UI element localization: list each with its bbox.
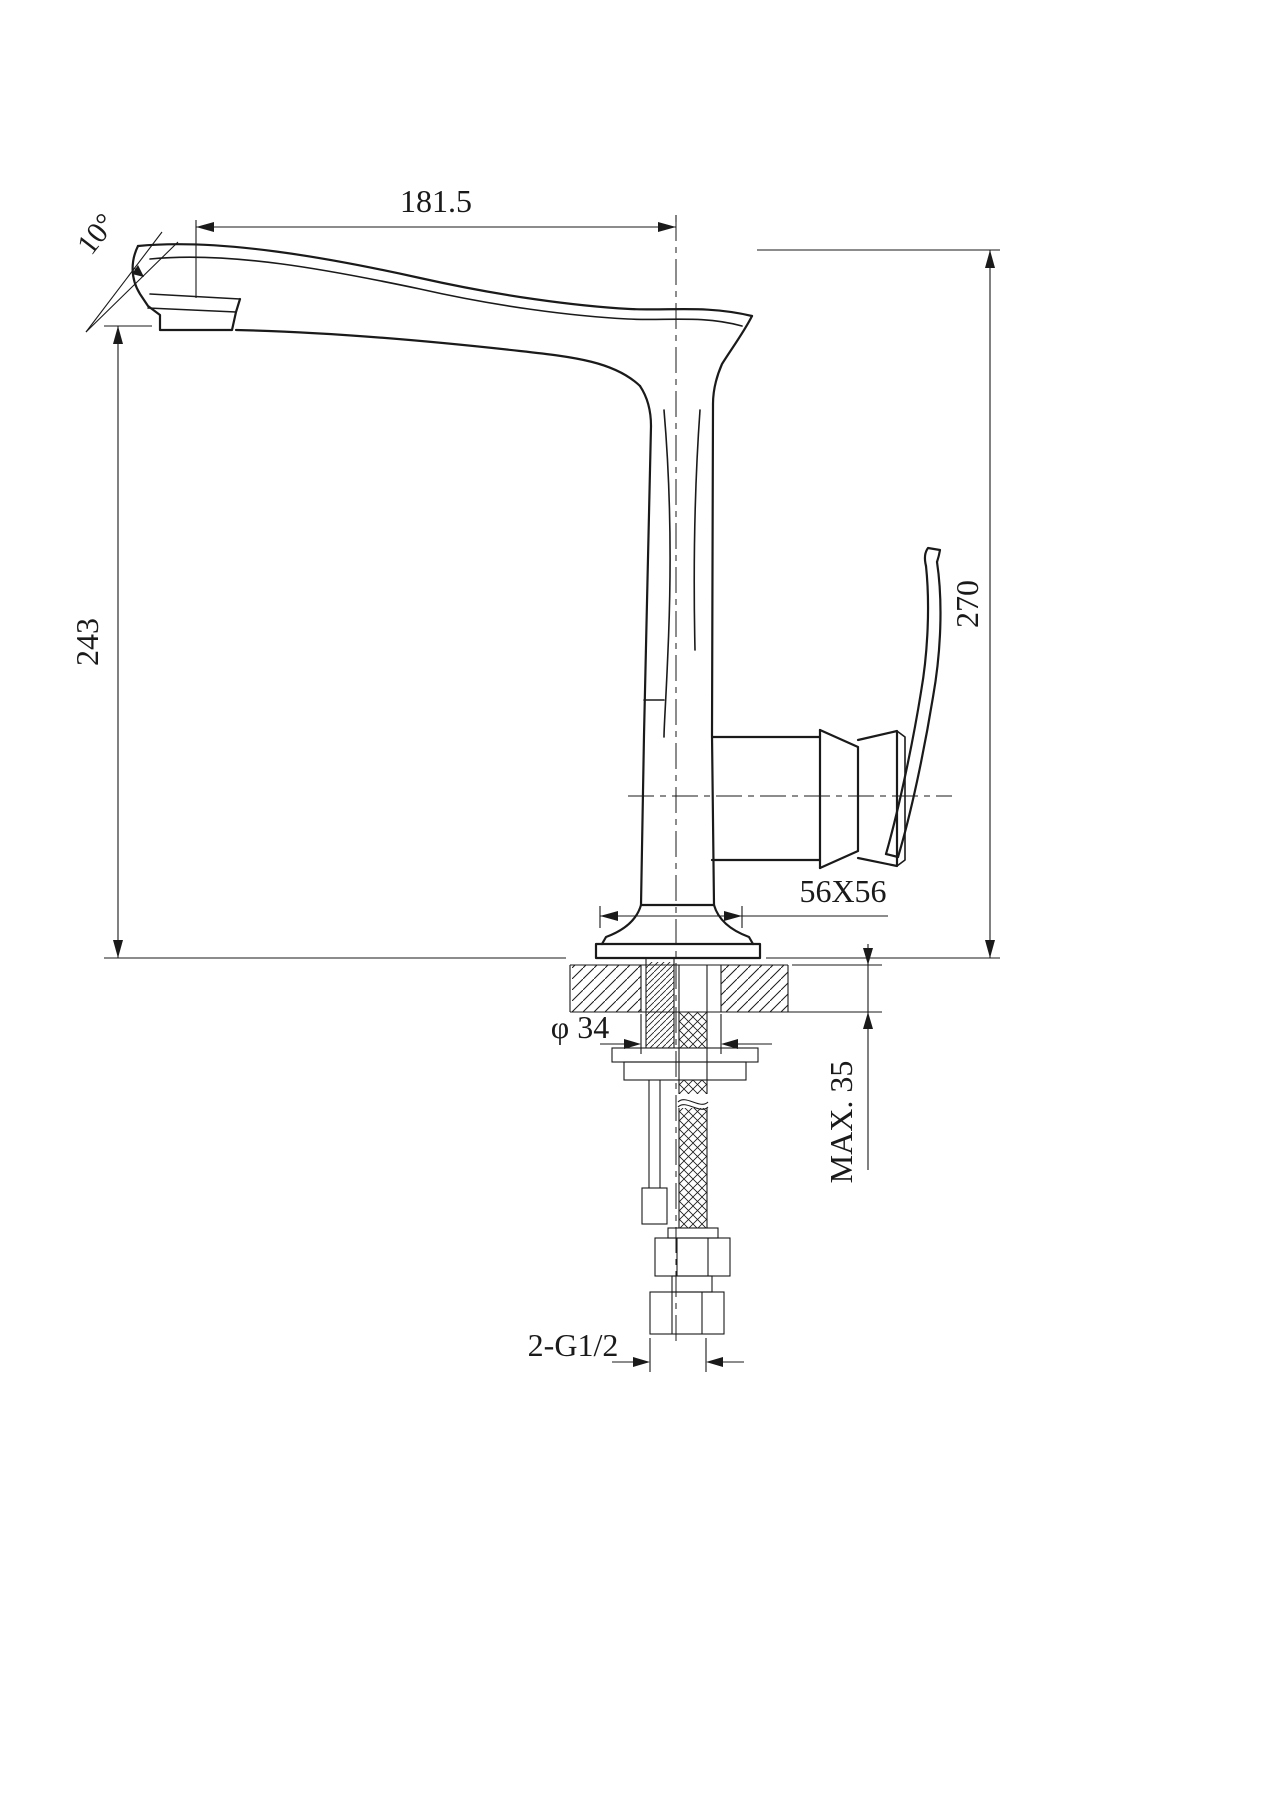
dimension-spout-reach: 181.5 [195,183,677,298]
supply-pipe [641,1080,668,1225]
counter-deck-section [569,964,789,1013]
dimension-spout-angle: 10° [71,207,179,333]
faucet-body-outline [131,243,942,960]
dimension-base-size: 56X56 [599,873,888,928]
mounting-shank [645,958,675,1048]
spout-reach-label: 181.5 [400,183,472,219]
max-deck-thickness-label: MAX. 35 [823,1061,859,1184]
washer-and-mounting-nut [611,1047,759,1081]
hose-end-nuts [649,1227,731,1335]
overall-height-label: 270 [949,580,985,628]
dimension-inlet-thread: 2-G1/2 [528,1327,744,1372]
dimension-overall-height: 270 [757,249,1000,959]
hole-diameter-label: φ 34 [551,1009,609,1045]
spout-angle-label: 10° [71,207,123,260]
dimension-hole-diameter: φ 34 [551,1009,772,1054]
flexible-hose [677,965,709,1228]
inlet-thread-label: 2-G1/2 [528,1327,619,1363]
dimension-outlet-height: 243 [69,325,566,959]
dimension-max-deck-thickness: MAX. 35 [762,944,882,1183]
outlet-height-label: 243 [69,618,105,666]
base-size-label: 56X56 [799,873,886,909]
